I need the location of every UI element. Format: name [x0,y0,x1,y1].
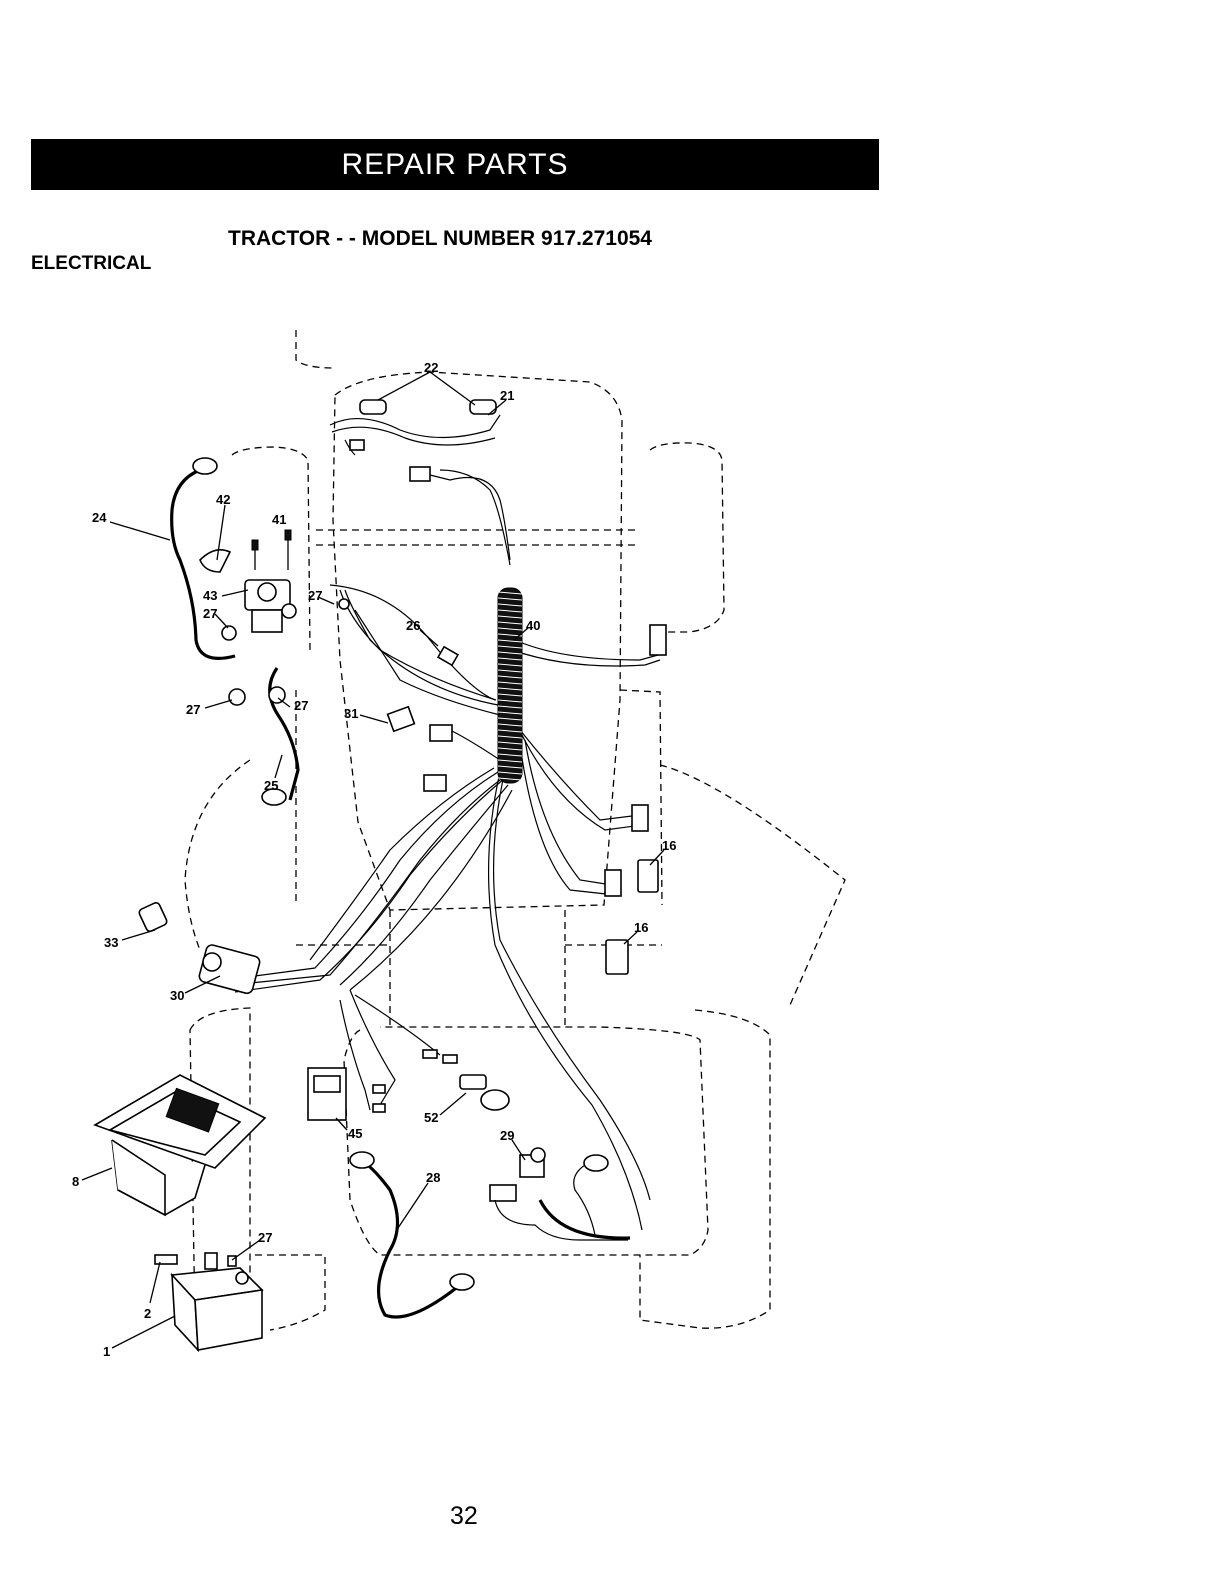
pto-connector [490,1148,630,1240]
headlight-harness [330,400,500,455]
callout-2: 2 [144,1306,151,1321]
ground-cable-28 [350,1152,474,1317]
callout-16: 16 [634,920,648,935]
callout-33: 33 [104,935,118,950]
callout-52: 52 [424,1110,438,1125]
battery [155,1253,262,1350]
callout-22: 22 [424,360,438,375]
callout-29: 29 [500,1128,514,1143]
battery-box [95,1075,265,1215]
callout-42: 42 [216,492,230,507]
solenoid [200,530,349,705]
callout-28: 28 [426,1170,440,1185]
callout-27: 27 [203,606,217,621]
ignition-key [138,901,168,932]
callout-41: 41 [272,512,286,527]
callout-27: 27 [258,1230,272,1245]
connectors [373,467,666,1112]
callout-45: 45 [348,1126,362,1141]
callout-8: 8 [72,1174,79,1189]
callout-27: 27 [186,702,200,717]
callout-27: 27 [294,698,308,713]
callout-21: 21 [500,388,514,403]
callout-25: 25 [264,778,278,793]
callout-30: 30 [170,988,184,1003]
callout-26: 26 [406,618,420,633]
wiring-harness [230,470,660,1230]
ignition-switch [198,944,261,995]
callout-31: 31 [344,706,358,721]
fuse-holder [460,1075,509,1110]
callout-16: 16 [662,838,676,853]
callout-24: 24 [92,510,107,525]
relay [388,707,415,731]
callout-43: 43 [203,588,217,603]
page-number: 32 [450,1502,478,1531]
callout-27: 27 [308,588,322,603]
callout-1: 1 [103,1344,110,1359]
callout-40: 40 [526,618,540,633]
indicator-gauge [308,1068,346,1120]
